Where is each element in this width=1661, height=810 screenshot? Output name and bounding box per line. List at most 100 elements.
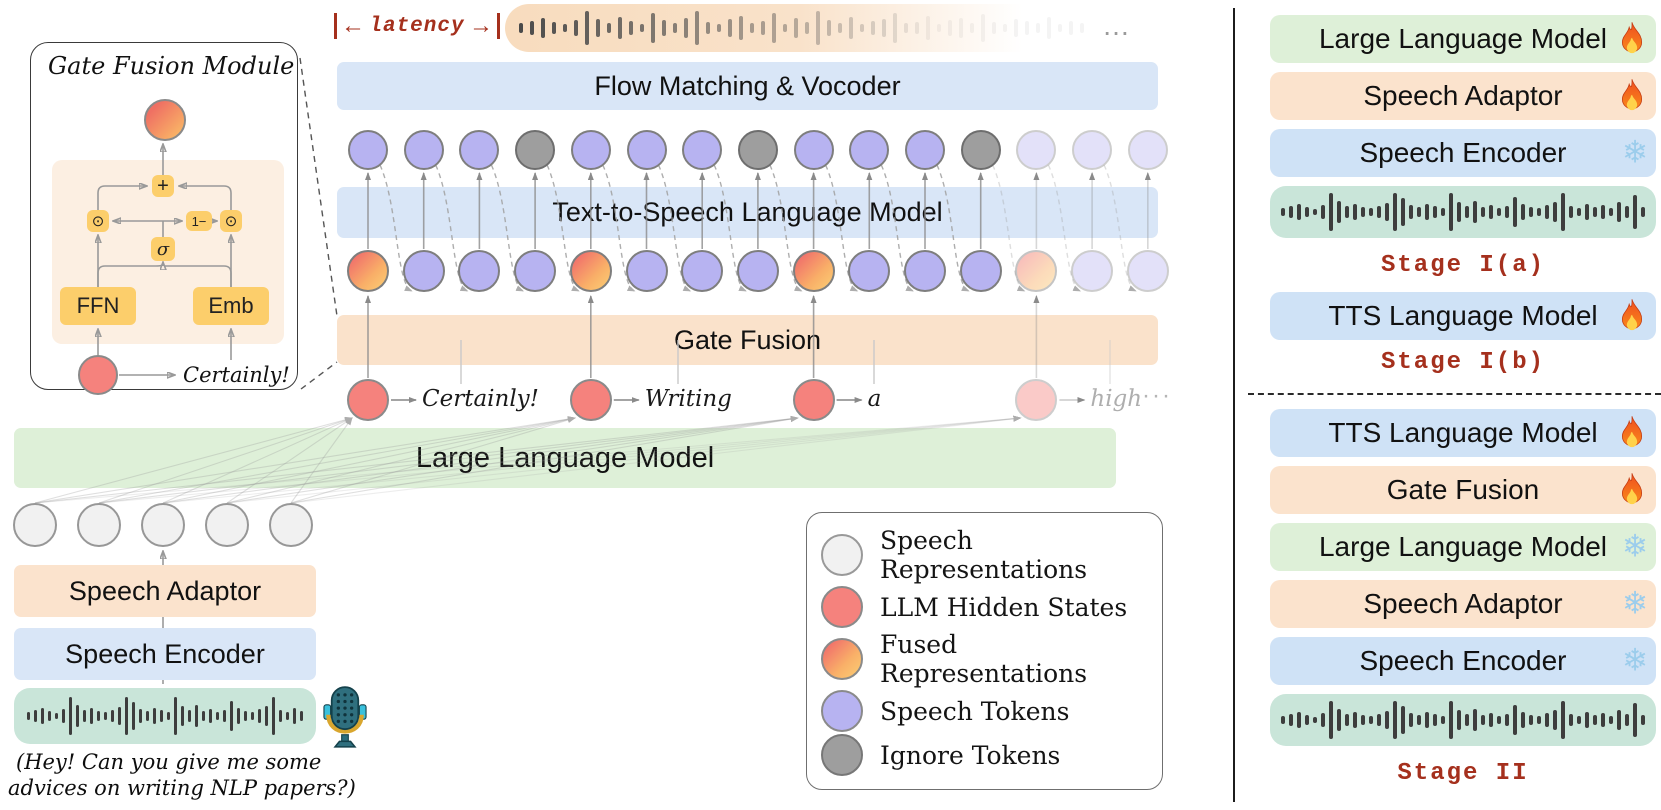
snowflake-icon: ❄ bbox=[1622, 134, 1648, 171]
fire-icon-slot bbox=[1616, 415, 1648, 451]
waveform-bar bbox=[1521, 712, 1525, 728]
waveform-bar bbox=[1425, 204, 1429, 220]
waveform-bar bbox=[1513, 705, 1517, 735]
speech-token-input bbox=[1126, 250, 1169, 292]
speech-token-output bbox=[515, 130, 556, 170]
llm-hidden-swatch bbox=[821, 586, 863, 628]
waveform-bar bbox=[139, 709, 142, 723]
waveform-bar bbox=[1633, 195, 1637, 229]
waveform-bar bbox=[1577, 716, 1581, 724]
waveform-bar bbox=[838, 23, 842, 33]
waveform-bar bbox=[1473, 709, 1477, 731]
speech-representation-circle bbox=[13, 503, 57, 547]
waveform-bar bbox=[251, 712, 254, 720]
ignore-token-swatch bbox=[821, 734, 863, 776]
waveform-bar bbox=[1353, 712, 1357, 728]
llm-hidden-state-circle bbox=[1015, 379, 1058, 421]
speech-representation-circle bbox=[77, 503, 121, 547]
waveform-bar bbox=[90, 708, 93, 724]
gate-fusion-label: Gate Fusion bbox=[673, 324, 822, 355]
waveform-bar bbox=[1003, 24, 1007, 32]
legend-item: Speech Tokens bbox=[821, 690, 1162, 732]
fire-icon bbox=[1621, 22, 1643, 54]
input-waveform-icon bbox=[14, 688, 316, 744]
waveform-bar bbox=[76, 705, 79, 727]
waveform-bar bbox=[992, 22, 996, 34]
hidden-state-word: a bbox=[867, 386, 882, 412]
fire-icon bbox=[1621, 79, 1643, 111]
waveform-bar bbox=[202, 711, 205, 721]
waveform-bar bbox=[1561, 701, 1565, 739]
speech-token-input bbox=[904, 250, 946, 292]
waveform-bar bbox=[1025, 21, 1029, 35]
waveform-bar bbox=[1014, 19, 1018, 37]
flow-matching-vocoder-label: Flow Matching & Vocoder bbox=[594, 70, 901, 101]
waveform-bar bbox=[1409, 713, 1413, 727]
gate-fusion-bar: Gate Fusion bbox=[337, 315, 1158, 365]
speech-token-output bbox=[682, 130, 723, 170]
waveform-bar bbox=[1433, 714, 1437, 726]
hidden-state-word: Writing bbox=[644, 386, 732, 412]
waveform-bar bbox=[1369, 208, 1373, 216]
waveform-ellipsis: … bbox=[1102, 10, 1132, 41]
speech-token-output bbox=[905, 130, 945, 170]
waveform-bar bbox=[1297, 204, 1301, 220]
waveform-bar bbox=[563, 24, 567, 32]
fire-icon-slot bbox=[1616, 21, 1648, 57]
waveform-bar bbox=[1553, 710, 1557, 730]
waveform-bar bbox=[1529, 715, 1533, 725]
stage-bar-label: Speech Adaptor bbox=[1363, 588, 1563, 619]
speech-token-input bbox=[792, 250, 835, 292]
stage-bar-label: Speech Encoder bbox=[1359, 137, 1567, 168]
waveform-bar bbox=[27, 712, 30, 720]
panel-separator-line bbox=[1233, 8, 1236, 802]
waveform-bar bbox=[1036, 23, 1040, 33]
emb-box: Emb bbox=[193, 287, 269, 325]
waveform-bar bbox=[706, 22, 710, 34]
waveform-bar bbox=[1345, 714, 1349, 726]
waveform-bar bbox=[1449, 701, 1453, 739]
waveform-bar bbox=[728, 19, 732, 37]
waveform-bar bbox=[1361, 715, 1365, 725]
stage-divider-line bbox=[1248, 393, 1661, 395]
fire-icon bbox=[1621, 299, 1643, 331]
speech-adaptor-label: Speech Adaptor bbox=[68, 575, 262, 606]
tts-language-model-label: Text-to-Speech Language Model bbox=[552, 197, 943, 227]
legend-label: Speech Representations bbox=[880, 526, 1088, 584]
waveform-bar bbox=[882, 19, 886, 37]
waveform-bar bbox=[1058, 24, 1062, 32]
waveform-bar bbox=[673, 23, 677, 33]
waveform-bar bbox=[1545, 205, 1549, 219]
waveform-bar bbox=[1633, 703, 1637, 737]
tts-language-model-bar: Text-to-Speech Language Model bbox=[337, 187, 1158, 238]
speech-token-output bbox=[1016, 130, 1057, 170]
speech-encoder-bar: Speech Encoder bbox=[14, 628, 316, 680]
waveform-bar bbox=[717, 24, 721, 32]
speech-token-output bbox=[960, 130, 1001, 170]
stage-bar-label: Speech Adaptor bbox=[1363, 80, 1563, 111]
waveform-bar bbox=[181, 706, 184, 726]
waveform-bar bbox=[1329, 701, 1333, 739]
waveform-bar bbox=[618, 17, 622, 39]
waveform-bar bbox=[1601, 205, 1605, 219]
fire-icon-slot bbox=[1616, 78, 1648, 114]
waveform-bar bbox=[1489, 713, 1493, 727]
waveform-bar bbox=[1641, 207, 1645, 217]
waveform-bar bbox=[125, 697, 128, 735]
speech-token-output bbox=[1072, 130, 1113, 170]
waveform-bar bbox=[783, 24, 787, 32]
waveform-bar bbox=[1465, 714, 1469, 726]
speech-token-input bbox=[1071, 250, 1114, 292]
waveform-bar bbox=[1385, 203, 1389, 221]
flow-matching-vocoder-bar: Flow Matching & Vocoder bbox=[337, 62, 1158, 110]
speech-token-input bbox=[1015, 250, 1058, 292]
waveform-bar bbox=[519, 23, 523, 33]
speech-token-output bbox=[570, 130, 611, 170]
waveform-bar bbox=[904, 23, 908, 33]
speech-token-input bbox=[681, 250, 724, 292]
output-waveform-icon bbox=[505, 4, 1093, 52]
sigma-op-box: σ bbox=[151, 237, 175, 261]
speech-token-output bbox=[793, 130, 834, 170]
speech-representation-circle bbox=[269, 503, 313, 547]
